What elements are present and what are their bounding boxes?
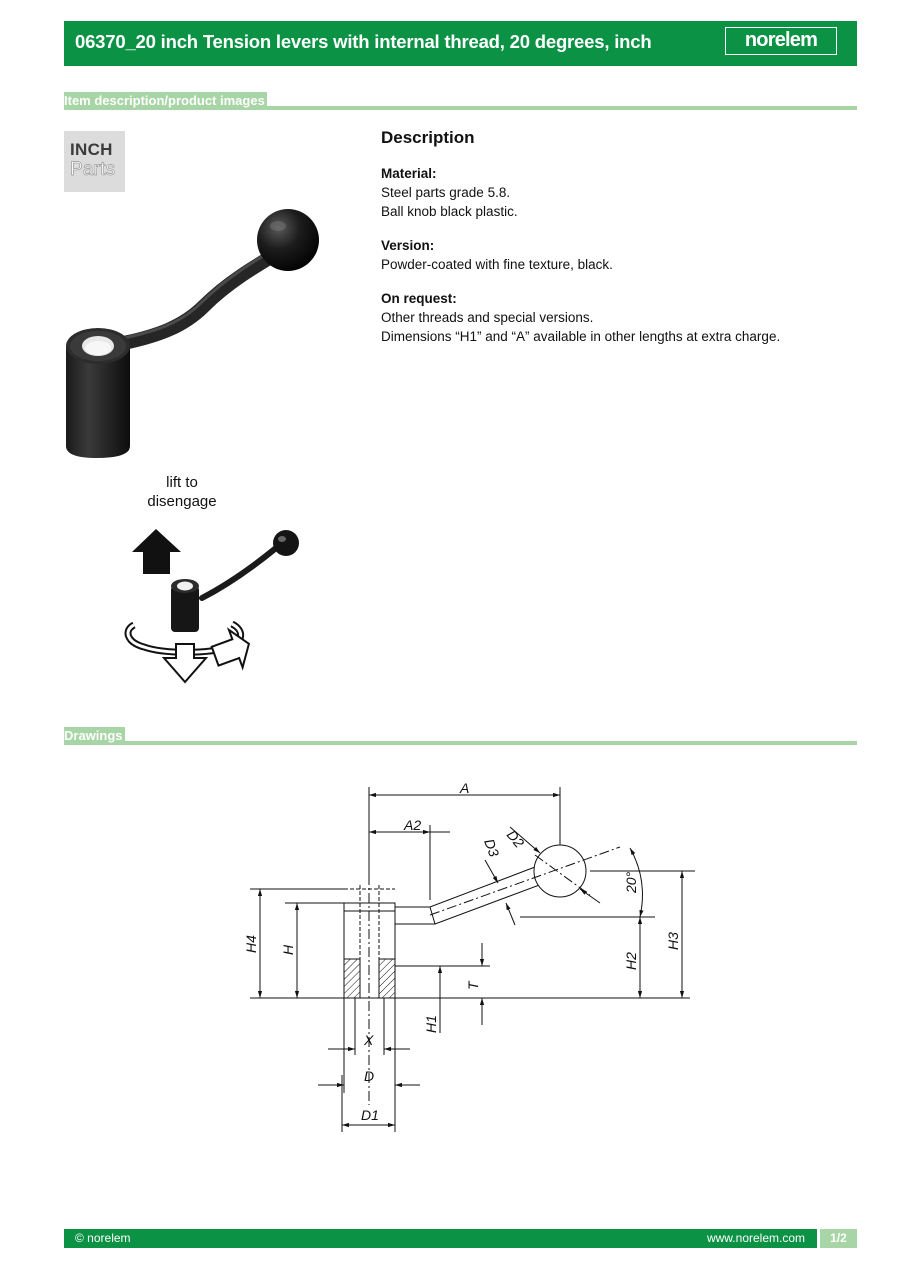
page-number: 1/2 xyxy=(817,1229,857,1248)
description-panel: Description Material: Steel parts grade … xyxy=(381,128,851,361)
version-label: Version: xyxy=(381,238,435,253)
norelem-logo: norelem xyxy=(725,27,837,55)
dim-label-d2: D2 xyxy=(504,827,528,851)
section-drawings-bar: Drawings xyxy=(64,727,857,745)
dim-label-x: X xyxy=(363,1032,374,1048)
request-block: On request: Other threads and special ve… xyxy=(381,289,851,346)
dim-label-d1: D1 xyxy=(361,1107,379,1123)
footer-website-link[interactable]: www.norelem.com xyxy=(706,1231,805,1245)
material-line: Ball knob black plastic. xyxy=(381,204,518,219)
section-drawings-title: Drawings xyxy=(64,727,125,745)
dim-label-angle: 20° xyxy=(623,871,639,894)
usage-illustration: lift to disengage xyxy=(64,462,320,702)
dim-label-h2: H2 xyxy=(623,952,639,970)
dim-label-h1: H1 xyxy=(423,1015,439,1033)
page-footer: © norelem www.norelem.com 1/2 xyxy=(64,1229,857,1248)
page-title: 06370_20 inch Tension levers with intern… xyxy=(75,31,652,52)
dim-label-a: A xyxy=(459,780,469,796)
section-images-title: Item description/product images xyxy=(64,92,267,110)
request-line: Dimensions “H1” and “A” available in oth… xyxy=(381,329,781,344)
material-label: Material: xyxy=(381,166,437,181)
dim-label-t: T xyxy=(465,980,481,990)
request-line: Other threads and special versions. xyxy=(381,310,594,325)
usage-caption-line1: lift to xyxy=(166,474,198,491)
version-block: Version: Powder-coated with fine texture… xyxy=(381,236,851,274)
description-heading: Description xyxy=(381,128,475,147)
dim-label-h4: H4 xyxy=(243,935,259,953)
rotate-arrow-icon xyxy=(210,627,251,671)
logo-text: norelem xyxy=(744,29,818,51)
version-line: Powder-coated with fine texture, black. xyxy=(381,257,613,272)
usage-diagram xyxy=(124,529,299,684)
badge-inch-text: INCH xyxy=(70,140,113,159)
request-label: On request: xyxy=(381,291,457,306)
dim-label-h3: H3 xyxy=(665,932,681,950)
inch-parts-badge: INCH Parts xyxy=(64,131,125,192)
material-block: Material: Steel parts grade 5.8. Ball kn… xyxy=(381,164,851,221)
press-arrow-icon xyxy=(161,643,209,684)
dim-label-h: H xyxy=(280,944,296,955)
lift-arrow-icon xyxy=(132,529,181,574)
dim-label-d: D xyxy=(364,1068,374,1084)
dim-label-d3: D3 xyxy=(481,837,502,859)
product-image xyxy=(66,209,319,458)
material-line: Steel parts grade 5.8. xyxy=(381,185,511,200)
page-header: 06370_20 inch Tension levers with intern… xyxy=(64,21,857,66)
badge-parts-text: Parts xyxy=(70,159,116,181)
technical-drawing: A A2 D2 D3 20° H4 H H2 H3 T H1 X D D1 xyxy=(243,780,695,1132)
section-images-bar: Item description/product images xyxy=(64,92,857,110)
dim-label-a2: A2 xyxy=(403,817,421,833)
footer-copyright: © norelem xyxy=(75,1231,131,1245)
usage-caption-line2: disengage xyxy=(147,493,217,510)
